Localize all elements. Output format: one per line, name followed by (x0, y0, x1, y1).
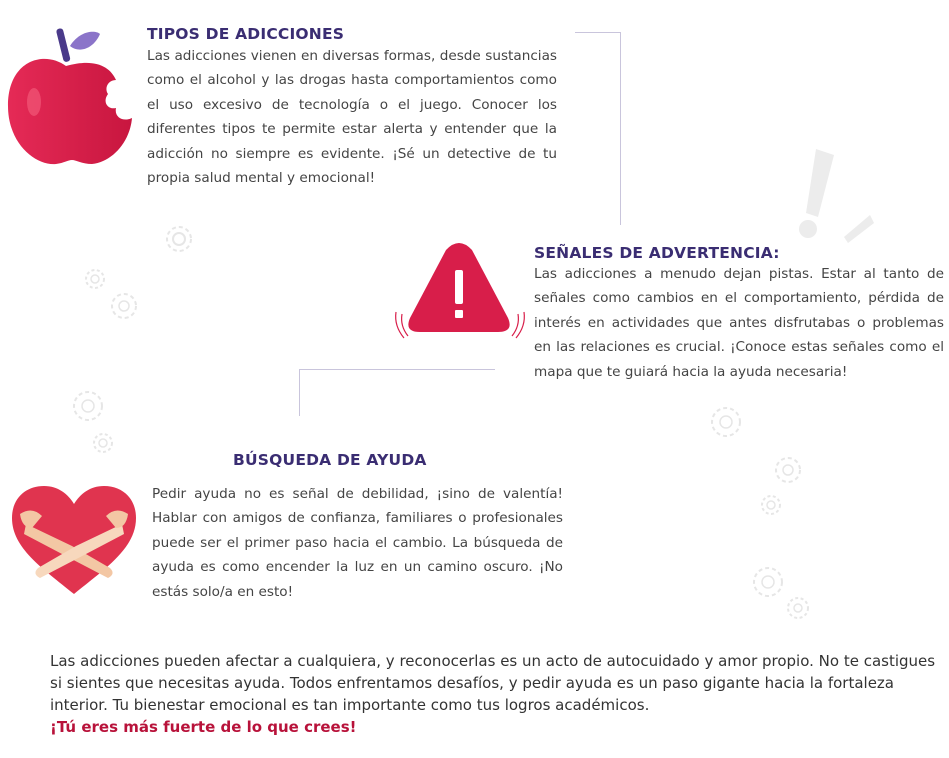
gear-icon (73, 391, 103, 421)
closing-text: Las adicciones pueden afectar a cualquie… (50, 652, 936, 714)
connector-line (299, 369, 495, 370)
exclamation-decoration-icon (786, 145, 876, 245)
connector-line (575, 32, 621, 33)
section-text-busqueda: Pedir ayuda no es señal de debilidad, ¡s… (152, 486, 563, 600)
gear-icon (761, 495, 781, 515)
section-title-tipos: TIPOS DE ADICCIONES (147, 25, 345, 43)
closing-paragraph: Las adicciones pueden afectar a cualquie… (50, 650, 940, 738)
gear-icon (93, 433, 113, 453)
gear-icon (787, 597, 809, 619)
gear-icon (85, 269, 105, 289)
section-title-senales: SEÑALES DE ADVERTENCIA: (534, 244, 780, 262)
closing-emphasis: ¡Tú eres más fuerte de lo que crees! (50, 718, 357, 736)
gear-icon (711, 407, 741, 437)
gear-icon (775, 457, 801, 483)
connector-line (620, 32, 621, 225)
connector-line (299, 369, 300, 416)
apple-icon (4, 26, 136, 166)
section-text-senales: Las adicciones a menudo dejan pistas. Es… (534, 266, 944, 380)
warning-icon (390, 240, 530, 348)
gear-icon (753, 567, 783, 597)
heart-hug-icon (12, 484, 136, 596)
gear-icon (111, 293, 137, 319)
section-text-tipos: Las adicciones vienen en diversas formas… (147, 48, 557, 187)
gear-icon (166, 226, 192, 252)
section-title-busqueda: BÚSQUEDA DE AYUDA (233, 451, 427, 469)
